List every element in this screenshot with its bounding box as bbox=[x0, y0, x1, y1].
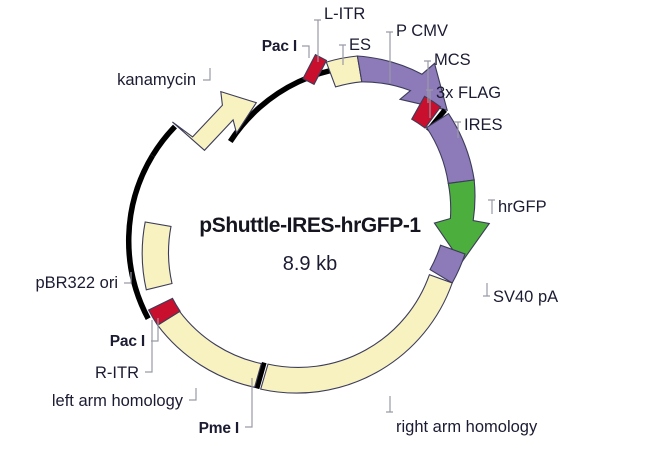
kanamycin-arrow-shape bbox=[172, 90, 258, 152]
label-kanamycin: kanamycin bbox=[117, 71, 196, 89]
ires-leader bbox=[454, 121, 461, 138]
pac-i-bottom-leader bbox=[151, 318, 159, 342]
sv40-pa-block-shape bbox=[429, 244, 466, 284]
mcs-leader bbox=[424, 60, 431, 103]
pbr322-ori-block-shape bbox=[141, 221, 173, 291]
r-itr-leader bbox=[145, 320, 153, 373]
label-group-r-itr: R-ITR bbox=[95, 320, 153, 382]
label-group-pbr322-ori: pBR322 ori bbox=[35, 272, 132, 292]
left-arm-homology-leader bbox=[189, 388, 197, 401]
feature-es bbox=[325, 55, 363, 88]
label-group-right-arm-homology: right arm homology bbox=[386, 396, 538, 436]
pac-i-top-leader bbox=[302, 45, 310, 58]
sv40-pa-leader bbox=[483, 283, 490, 297]
label-3x-flag: 3x FLAG bbox=[436, 84, 501, 102]
label-l-itr: L-ITR bbox=[324, 5, 365, 23]
label-pme-i: Pme I bbox=[199, 420, 239, 437]
hrgfp-arrow-shape bbox=[433, 179, 491, 264]
feature-pbr322-ori bbox=[141, 221, 173, 291]
pac-i-top-block bbox=[302, 53, 328, 86]
hrgfp-leader bbox=[488, 199, 495, 214]
right-arm-homology-shape bbox=[260, 273, 453, 394]
label-group-sv40-pa: SV40 pA bbox=[483, 283, 558, 306]
backbone-arc-left bbox=[126, 154, 155, 320]
label-group-hrgfp: hrGFP bbox=[488, 198, 547, 216]
label-r-itr: R-ITR bbox=[95, 364, 139, 382]
feature-left-arm-homology bbox=[156, 310, 262, 388]
plasmid-size: 8.9 kb bbox=[283, 253, 337, 275]
right-arm-homology-leader bbox=[386, 396, 393, 413]
pme-i-leader bbox=[245, 378, 253, 428]
plasmid-name: pShuttle-IRES-hrGFP-1 bbox=[199, 214, 421, 237]
label-pac-i-bottom: Pac I bbox=[110, 333, 145, 350]
pbr322-ori-leader bbox=[124, 272, 132, 284]
label-group-left-arm-homology: left arm homology bbox=[52, 388, 197, 410]
label-es: ES bbox=[349, 36, 371, 54]
3x-flag-leader bbox=[426, 89, 433, 118]
label-group-pme-i: Pme I bbox=[199, 378, 253, 437]
es-leader bbox=[339, 44, 346, 65]
p-cmv-leader bbox=[386, 31, 393, 83]
feature-kanamycin bbox=[172, 90, 258, 152]
label-ires: IRES bbox=[464, 116, 503, 134]
left-arm-homology-shape bbox=[156, 310, 262, 388]
feature-pme-i bbox=[254, 361, 267, 390]
label-group-pac-i-top: Pac I bbox=[262, 38, 310, 58]
label-group-kanamycin: kanamycin bbox=[117, 68, 211, 89]
l-itr-leader bbox=[314, 19, 321, 62]
feature-pac-i-top bbox=[302, 53, 328, 86]
kanamycin-leader bbox=[203, 68, 211, 81]
label-pac-i-top: Pac I bbox=[262, 38, 297, 55]
label-group-es: ES bbox=[339, 36, 371, 65]
label-sv40-pa: SV40 pA bbox=[493, 288, 558, 306]
label-group-mcs: MCS bbox=[424, 51, 471, 103]
backbone-arc-left-upper bbox=[150, 124, 178, 158]
label-pbr322-ori: pBR322 ori bbox=[35, 274, 118, 292]
label-left-arm-homology: left arm homology bbox=[52, 392, 184, 410]
label-right-arm-homology: right arm homology bbox=[396, 418, 538, 436]
feature-right-arm-homology bbox=[260, 273, 453, 394]
label-group-3x-flag: 3x FLAG bbox=[426, 84, 501, 118]
feature-hrgfp bbox=[433, 179, 491, 264]
label-group-p-cmv: P CMV bbox=[386, 22, 448, 83]
es-block-shape bbox=[325, 55, 363, 88]
label-mcs: MCS bbox=[434, 51, 471, 69]
label-group-pac-i-bottom: Pac I bbox=[110, 318, 159, 350]
label-hrgfp: hrGFP bbox=[498, 198, 547, 216]
pac-i-bottom-block-shape bbox=[147, 297, 181, 326]
feature-sv40-pa bbox=[429, 244, 466, 284]
pme-i-tick-shape bbox=[254, 361, 267, 390]
label-group-ires: IRES bbox=[454, 116, 503, 138]
feature-pac-i-bottom bbox=[147, 297, 181, 326]
label-group-l-itr: L-ITR bbox=[314, 5, 365, 62]
label-p-cmv: P CMV bbox=[396, 22, 448, 40]
